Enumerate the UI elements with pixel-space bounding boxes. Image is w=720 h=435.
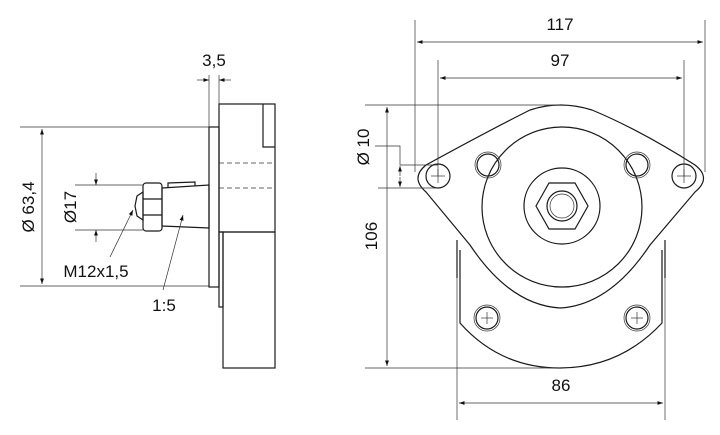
thread-label: M12x1,5: [63, 262, 128, 281]
shaft-key: [167, 181, 196, 188]
flange-outline: [417, 104, 705, 309]
bolt-hole: [476, 153, 500, 177]
pilot-circle: [481, 126, 643, 288]
dim-flange-thickness: 3,5: [202, 51, 226, 70]
dim-pilot-diameter: Ø 63,4: [19, 181, 38, 232]
flange-plate: [208, 126, 220, 288]
taper-label: 1:5: [152, 296, 176, 315]
side-dimensions: 3,5 Ø 63,4 Ø17 M12x1,5 1:5: [19, 51, 231, 315]
bolt-hole: [625, 153, 649, 177]
screw-lower-right: [623, 304, 651, 332]
front-dimensions: 117 97 106 Ø 10 86: [354, 15, 706, 420]
dim-overall-width: 117: [546, 15, 573, 34]
dim-overall-height: 106: [362, 222, 381, 250]
shaft-end: [546, 190, 578, 222]
shaft-nut: [142, 182, 163, 232]
pump-body-lower: [222, 231, 276, 369]
dim-shaft-diameter: Ø17: [61, 191, 80, 223]
hex-nut: [535, 182, 589, 230]
dim-hole-spacing: 97: [551, 51, 570, 70]
side-view: [134, 103, 276, 369]
dim-hole-diameter: Ø 10: [354, 129, 373, 166]
hub-circle: [523, 167, 601, 245]
screw-lower-left: [473, 304, 501, 332]
pump-body-upper: [218, 103, 276, 233]
shaft-thread-tip: [134, 190, 144, 222]
body-step: [262, 104, 275, 148]
body-strip: [218, 231, 224, 308]
dim-body-width: 86: [552, 376, 571, 395]
front-view: [417, 104, 705, 369]
tapered-shaft: [161, 184, 210, 229]
